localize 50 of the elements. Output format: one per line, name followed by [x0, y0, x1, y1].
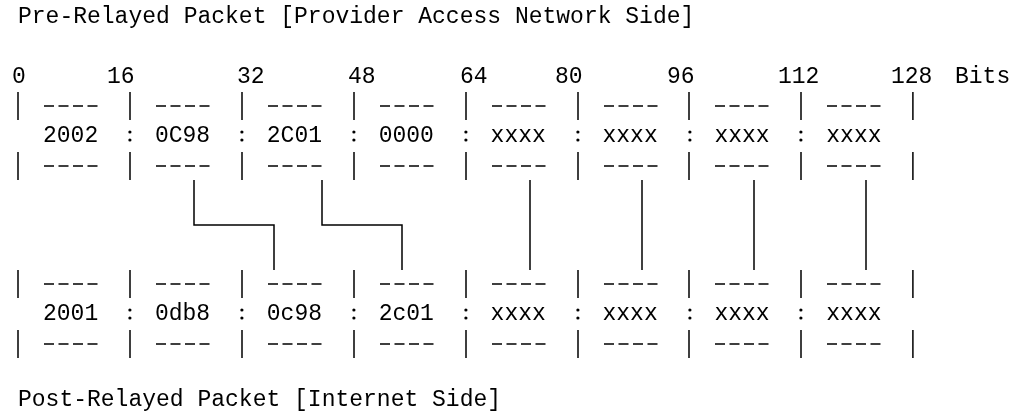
field-value: xxxx	[490, 123, 546, 149]
bit-offset-label: 80	[555, 64, 583, 90]
field-value: xxxx	[714, 123, 770, 149]
bit-offset-label: 16	[107, 64, 135, 90]
address-field	[577, 270, 690, 358]
field-value: 2002	[43, 123, 99, 149]
connector-line	[865, 179, 867, 271]
address-field	[18, 92, 130, 180]
address-field	[465, 270, 578, 358]
connector-line	[753, 179, 755, 271]
bit-offset-label: 96	[667, 64, 695, 90]
field-value: 0c98	[266, 301, 322, 327]
connector-line	[529, 179, 531, 271]
address-field	[353, 270, 466, 358]
address-field	[129, 92, 242, 180]
bit-offset-label: 32	[237, 64, 265, 90]
diagram-caption: Post-Relayed Packet [Internet Side]	[18, 387, 502, 412]
field-value: 2c01	[378, 301, 434, 327]
connector-line	[193, 179, 275, 271]
field-value: 0000	[378, 123, 434, 149]
field-value: xxxx	[826, 301, 882, 327]
address-field	[353, 92, 466, 180]
address-field	[465, 92, 578, 180]
connector-line	[641, 179, 643, 271]
address-field	[241, 92, 354, 180]
address-field	[801, 270, 914, 358]
bit-offset-label: 64	[460, 64, 488, 90]
bit-offset-label: 128	[891, 64, 933, 90]
field-value: 2C01	[266, 123, 322, 149]
field-value: xxxx	[714, 301, 770, 327]
address-field	[18, 270, 130, 358]
field-value: 0db8	[154, 301, 211, 327]
field-value: xxxx	[826, 123, 882, 149]
field-value: xxxx	[490, 301, 546, 327]
field-value: 0C98	[154, 123, 211, 149]
bit-offset-label: 0	[12, 64, 26, 90]
address-field	[689, 92, 802, 180]
field-value: xxxx	[602, 123, 658, 149]
address-field	[689, 270, 802, 358]
address-field	[577, 92, 690, 180]
address-field	[241, 270, 354, 358]
field-value: xxxx	[602, 301, 658, 327]
unit-label: Bits	[955, 64, 1011, 90]
bit-offset-label: 112	[778, 64, 820, 90]
field-value: 2001	[43, 301, 99, 327]
bit-offset-label: 48	[348, 64, 376, 90]
connector-line	[321, 179, 403, 271]
address-field	[129, 270, 242, 358]
address-field	[801, 92, 914, 180]
diagram-title: Pre-Relayed Packet [Provider Access Network Side]	[18, 4, 695, 30]
